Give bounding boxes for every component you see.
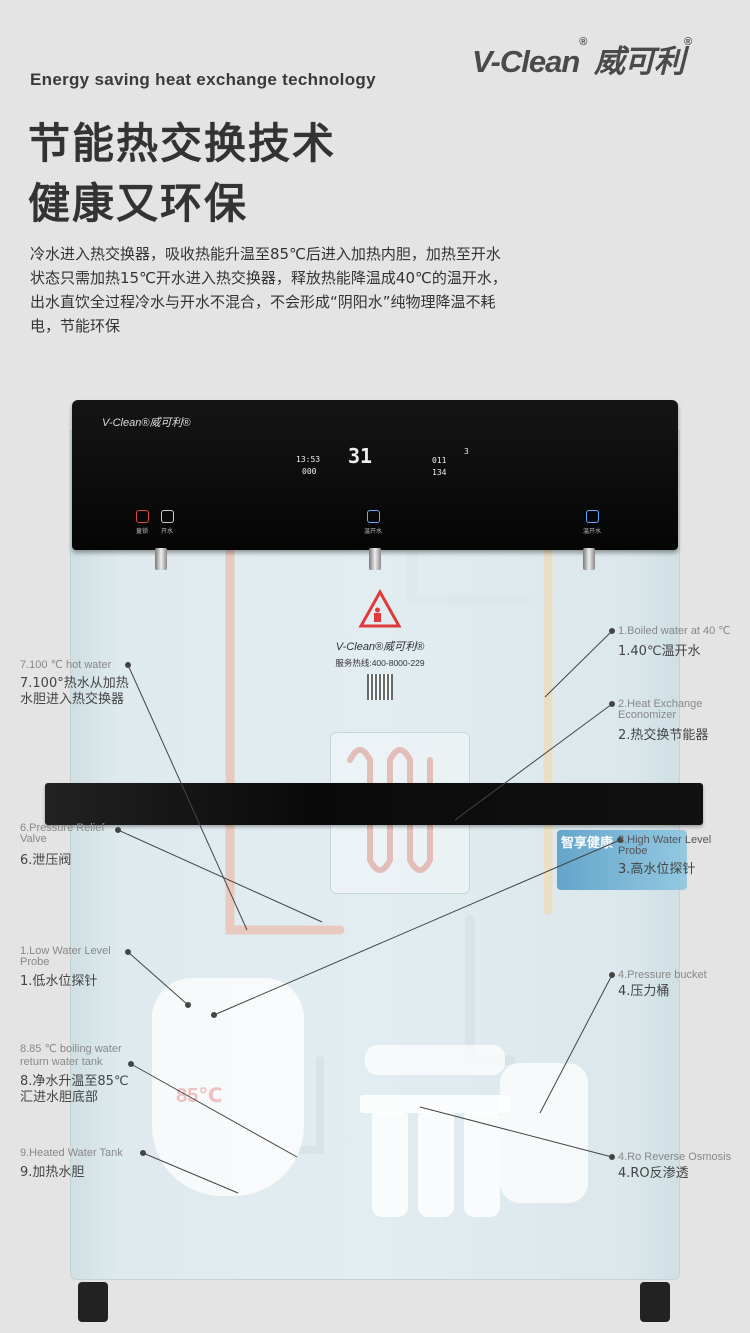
callout-en: 7.100 ℃ hot water: [20, 659, 112, 671]
callout-cn: 2.热交换节能器: [618, 728, 709, 743]
callout-pressure-bucket: 4.Pressure bucket 4.压力桶: [618, 970, 750, 1000]
heating-tank: 85℃: [152, 978, 304, 1196]
callout-cn: 6.泄压阀: [20, 853, 72, 868]
filter-cartridge: [464, 1112, 500, 1217]
display-right-top: 011: [432, 456, 447, 465]
sticker-brand: V-Clean®威可利®: [335, 641, 425, 653]
service-hotline: 服务热线:400-8000-229: [335, 658, 425, 668]
button-label: 温开水: [364, 528, 383, 535]
page-title-line2: 健康又环保: [28, 179, 249, 228]
faucet-warm: [369, 548, 381, 570]
display-left-value: 000: [302, 467, 317, 476]
display-temperature: 31: [348, 444, 373, 468]
filter-cartridge: [372, 1112, 408, 1217]
callout-cn: 3.高水位探针: [618, 862, 696, 877]
callout-en: 9.Heated Water Tank: [20, 1147, 123, 1159]
brand-cn-name: 威可利: [594, 44, 685, 79]
filter-head: [360, 1095, 510, 1113]
callout-en: 2.Heat Exchange Economizer: [618, 698, 703, 721]
qr-code: [367, 674, 393, 700]
callout-cn: 7.100°热水从加热水胆进入热交换器: [20, 676, 129, 707]
callout-heat-exchange: 2.Heat Exchange Economizer 2.热交换节能器: [618, 699, 718, 744]
warm-water-button[interactable]: [367, 510, 380, 523]
boiling-water-button[interactable]: [161, 510, 174, 523]
display-time: 13:53: [296, 455, 321, 464]
callout-en: 1.Boiled water at 40 ℃: [618, 625, 731, 637]
callout-ro: 4.Ro Reverse Osmosis 4.RO反渗透: [618, 1152, 750, 1182]
panel-logo: V-Clean®威可利®: [102, 417, 191, 429]
button-label: 温开水: [583, 528, 602, 535]
hot-pipe: [225, 545, 345, 935]
warm-water-button-2[interactable]: [586, 510, 599, 523]
callout-pressure-valve: 6.Pressure Relief Valve 6.泄压阀: [20, 823, 120, 869]
caster-wheel: [640, 1282, 670, 1322]
callout-cn: 1.40℃温开水: [618, 644, 701, 659]
tank-temperature: 85℃: [176, 1085, 223, 1107]
page-title-line1: 节能热交换技术: [28, 119, 337, 168]
callout-high-probe: 3.High Water Level Probe 3.高水位探针: [618, 835, 733, 878]
faucet-boiling: [155, 548, 167, 570]
counter-band: [45, 783, 703, 825]
display-corner: 3: [464, 447, 469, 456]
callout-cn: 4.压力桶: [618, 984, 670, 999]
callout-low-probe: 1.Low Water Level Probe 1.低水位探针: [20, 946, 130, 990]
faucet-warm-2: [583, 548, 595, 570]
heat-exchanger-coil: [347, 747, 433, 873]
cold-pipe: [407, 545, 545, 605]
callout-cn: 8.净水升温至85℃汇进水胆底部: [20, 1074, 129, 1105]
badge-text: 智享健康: [561, 835, 614, 850]
callout-en: 3.High Water Level Probe: [618, 834, 712, 857]
pressure-bucket: [500, 1063, 588, 1203]
brand-name: V-Clean: [472, 44, 580, 79]
brand-logo: V-Clean® 威可利®: [472, 36, 692, 81]
callout-en: 4.Ro Reverse Osmosis: [618, 1151, 732, 1163]
button-label: 童锁: [136, 528, 149, 535]
callout-en: 1.Low Water Level Probe: [20, 945, 111, 968]
ro-membrane: [365, 1045, 505, 1075]
filter-cartridge: [418, 1112, 454, 1217]
reg-mark: ®: [684, 36, 692, 48]
reg-mark: ®: [579, 36, 587, 48]
child-lock-button[interactable]: [136, 510, 149, 523]
caster-wheel: [78, 1282, 108, 1322]
callout-en: 6.Pressure Relief Valve: [20, 822, 105, 845]
callout-return-tank: 8.85 ℃ boiling water return water tank 8.…: [20, 1043, 142, 1106]
callout-cn: 1.低水位探针: [20, 974, 98, 989]
callout-en: 8.85 ℃ boiling water return water tank: [20, 1043, 122, 1068]
callout-cn: 9.加热水胆: [20, 1165, 85, 1180]
button-label: 开水: [161, 528, 174, 535]
subtitle-en: Energy saving heat exchange technology: [30, 70, 376, 89]
callout-boiled-40: 1.Boiled water at 40 ℃ 1.40℃温开水: [618, 626, 750, 660]
display-right-bottom: 134: [432, 468, 447, 477]
callout-hot-water: 7.100 ℃ hot water 7.100°热水从加热水胆进入热交换器: [20, 660, 130, 708]
control-panel: V-Clean®威可利® 13:53 000 31 011 134 3 童锁 开…: [72, 400, 678, 550]
callout-cn: 4.RO反渗透: [618, 1166, 689, 1181]
warning-icon: [358, 588, 402, 628]
warning-sticker: V-Clean®威可利® 服务热线:400-8000-229: [330, 588, 430, 700]
description: 冷水进入热交换器，吸收热能升温至85℃后进入加热内胆，加热至开水状态只需加热15…: [30, 245, 507, 335]
callout-en: 4.Pressure bucket: [618, 969, 707, 981]
callout-heated-tank: 9.Heated Water Tank 9.加热水胆: [20, 1148, 145, 1181]
